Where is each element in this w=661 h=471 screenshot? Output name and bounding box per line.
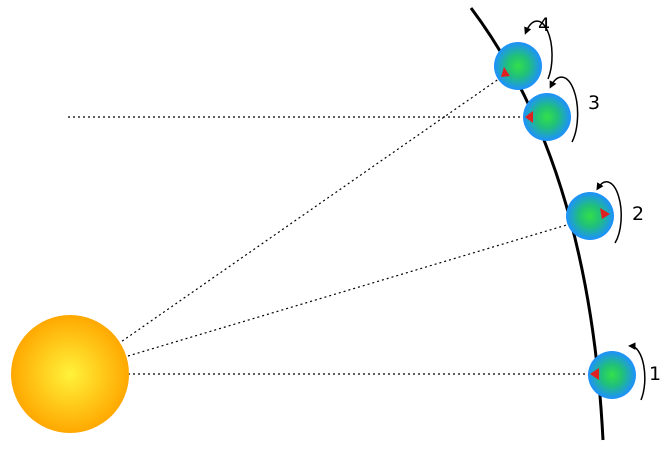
earth-icon xyxy=(494,42,542,90)
earth-position-2: 2 xyxy=(566,182,644,243)
earth-position-4: 4 xyxy=(494,14,552,90)
sun-icon xyxy=(11,315,129,433)
sight-line-2 xyxy=(128,224,570,356)
sight-lines xyxy=(68,76,592,374)
earth-position-1: 1 xyxy=(588,346,661,400)
position-label-4: 4 xyxy=(538,14,550,36)
position-label-1: 1 xyxy=(649,363,661,385)
sight-line-4 xyxy=(118,76,503,344)
position-label-2: 2 xyxy=(632,203,644,225)
position-label-3: 3 xyxy=(588,92,600,114)
earth-position-3: 3 xyxy=(523,77,600,142)
